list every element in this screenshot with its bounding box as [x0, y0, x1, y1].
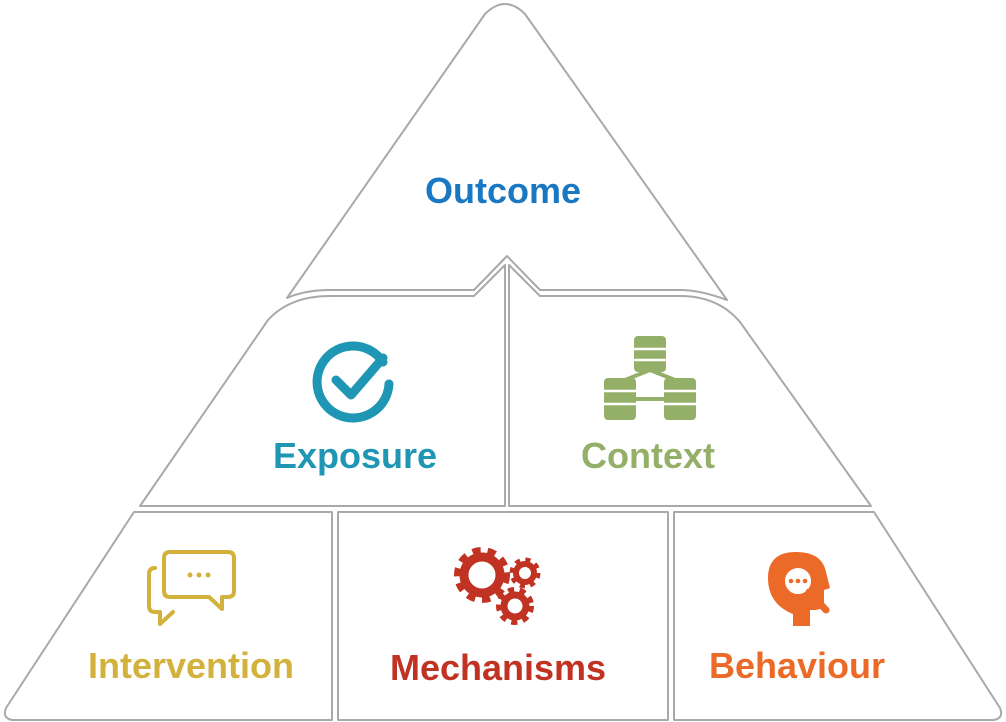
outcome-section	[286, 3, 728, 301]
mechanisms-label: Mechanisms	[390, 647, 606, 688]
intervention-label: Intervention	[88, 645, 294, 686]
chat-bubbles-icon	[147, 550, 236, 626]
outcome-label: Outcome	[425, 170, 581, 211]
database-network-icon	[604, 336, 696, 420]
exposure-label: Exposure	[273, 435, 437, 476]
head-magnifier-icon	[768, 552, 830, 626]
exposure-section	[139, 264, 506, 507]
gears-icon	[454, 547, 541, 625]
behaviour-label: Behaviour	[709, 645, 885, 686]
context-label: Context	[581, 435, 715, 476]
check-circle-icon	[312, 341, 394, 423]
behaviour-section	[673, 511, 1003, 721]
